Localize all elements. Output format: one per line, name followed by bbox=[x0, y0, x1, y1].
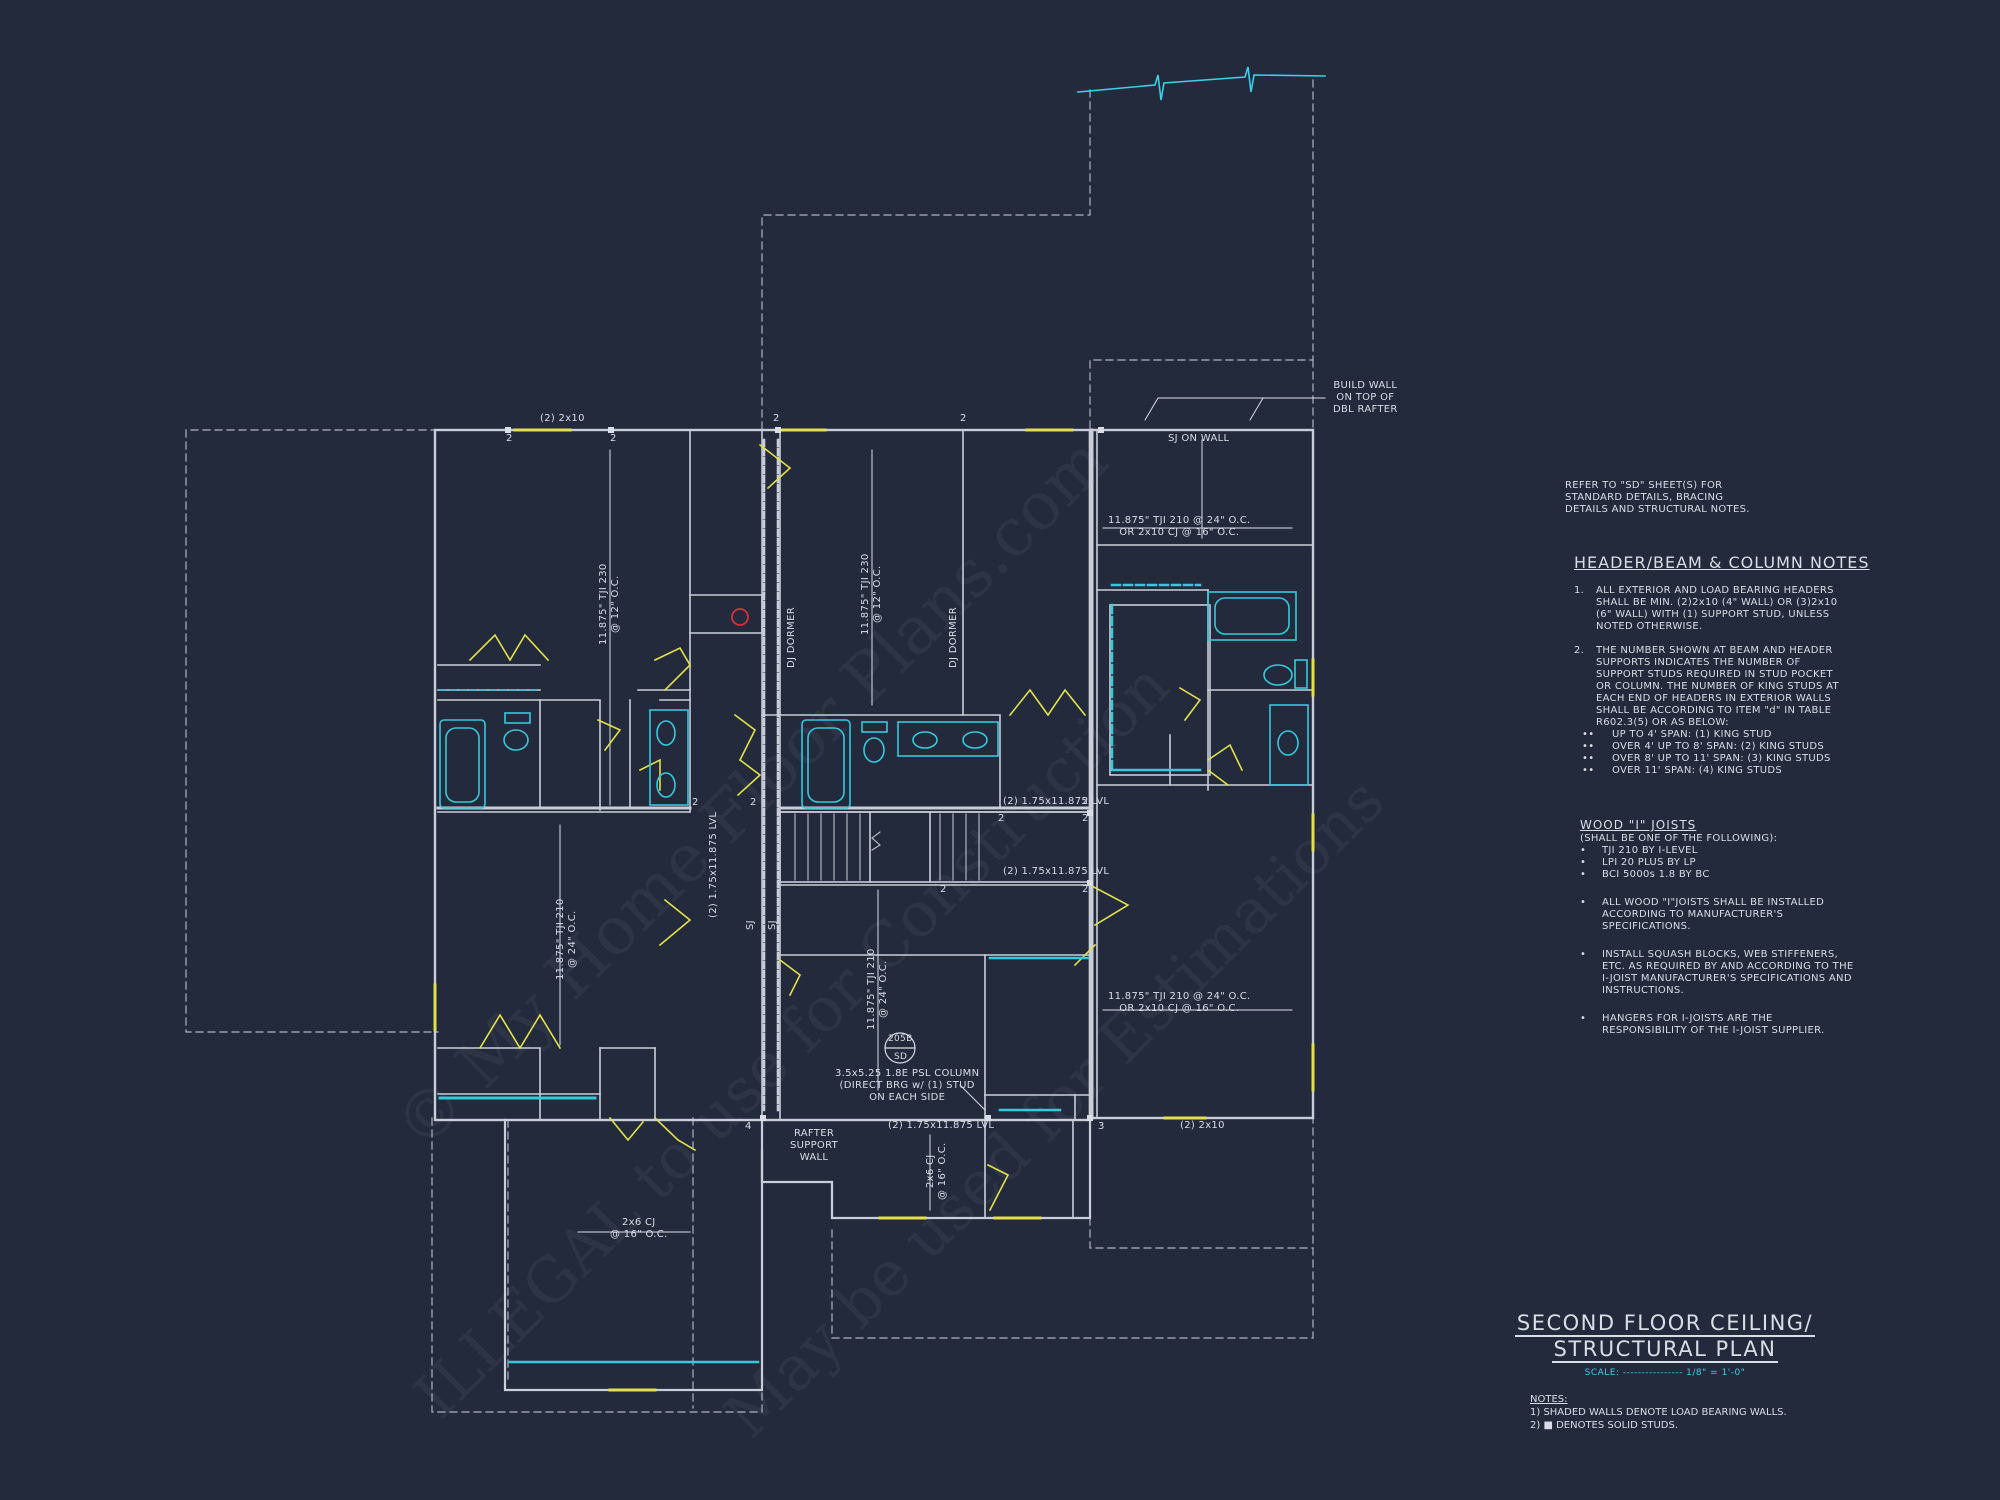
beam-label-bottom-right: (2) 2x10 bbox=[1180, 1120, 1225, 1131]
joist-label-center-lower: 11.875" TJI 210 @ 24" O.C. bbox=[866, 948, 889, 1030]
span-rule-bullet: •• bbox=[1582, 741, 1595, 752]
header-beam-notes: HEADER/BEAM & COLUMN NOTES 1. ALL EXTERI… bbox=[1574, 553, 1870, 777]
joist-note-text: ALL WOOD "I"JOISTS SHALL BE INSTALLED AC… bbox=[1602, 897, 1825, 932]
psl-column-note: 3.5x5.25 1.8E PSL COLUMN (DIRECT BRG w/ … bbox=[835, 1068, 980, 1103]
i-joist-notes: WOOD "I" JOISTS (SHALL BE ONE OF THE FOL… bbox=[1580, 818, 1857, 1037]
joist-note-1: • ALL WOOD "I"JOISTS SHALL BE INSTALLED A… bbox=[1580, 897, 1857, 933]
joist-label-left-lower: 11.875" TJI 210 @ 24" O.C. bbox=[555, 898, 578, 980]
build-wall-note: BUILD WALL ON TOP OF DBL RAFTER bbox=[1333, 380, 1398, 415]
joist-product-1: • TJI 210 BY I-LEVEL bbox=[1580, 845, 1842, 857]
span-rule-3: •• OVER 8' UP TO 11' SPAN: (3) KING STUDS bbox=[1574, 753, 1852, 765]
i-joist-notes-title: WOOD "I" JOISTS bbox=[1580, 818, 1697, 832]
joist-product-2: • LPI 20 PLUS BY LP bbox=[1580, 857, 1842, 869]
stud-count: 2 bbox=[960, 413, 967, 424]
sj-on-wall-label: SJ ON WALL bbox=[1168, 433, 1230, 444]
beam-label-top-left: (2) 2x10 bbox=[540, 413, 585, 424]
stud-count: 4 bbox=[745, 1121, 752, 1132]
stud-count: 2 bbox=[1082, 813, 1089, 824]
sj-label-right: SJ bbox=[767, 920, 778, 930]
span-rule-1: •• UP TO 4' SPAN: (1) KING STUD bbox=[1574, 729, 1852, 741]
cj-2x6-label: 2x6 CJ @ 16" O.C. bbox=[610, 1217, 668, 1240]
dj-dormer-label-left: DJ DORMER bbox=[786, 607, 797, 668]
span-rule-bullet: •• bbox=[1582, 753, 1595, 764]
joist-note-text: INSTALL SQUASH BLOCKS, WEB STIFFENERS, E… bbox=[1602, 949, 1854, 996]
stud-count: 2 bbox=[1082, 884, 1089, 895]
joist-bullet: • bbox=[1580, 869, 1587, 880]
span-rule-4: •• OVER 11' SPAN: (4) KING STUDS bbox=[1574, 765, 1852, 777]
joist-note-2: • INSTALL SQUASH BLOCKS, WEB STIFFENERS, … bbox=[1580, 949, 1857, 997]
plan-note-1: 1) SHADED WALLS DENOTE LOAD BEARING WALL… bbox=[1530, 1407, 1787, 1418]
header-notes-title: HEADER/BEAM & COLUMN NOTES bbox=[1574, 553, 1870, 572]
joist-label-right-lower: 11.875" TJI 210 @ 24" O.C. OR 2x10 CJ @ … bbox=[1108, 991, 1251, 1014]
span-rule-text: UP TO 4' SPAN: (1) KING STUD bbox=[1612, 729, 1772, 740]
sheet-title: SECOND FLOOR CEILING/ STRUCTURAL PLAN SC… bbox=[1510, 1310, 1820, 1378]
stud-count: 2 bbox=[1082, 796, 1089, 807]
detail-sheet: SD bbox=[894, 1052, 908, 1062]
span-rule-text: OVER 8' UP TO 11' SPAN: (3) KING STUDS bbox=[1612, 753, 1831, 764]
plan-notes-title: NOTES: bbox=[1530, 1394, 1568, 1405]
solid-studs bbox=[505, 427, 1104, 1121]
span-rule-bullet: •• bbox=[1582, 765, 1595, 776]
joist-product-text: BCI 5000s 1.8 BY BC bbox=[1602, 869, 1710, 880]
sheet-scale: SCALE: ---------------- 1/8" = 1'-0" bbox=[1584, 1368, 1746, 1378]
joist-label-left-upper: 11.875" TJI 230 @ 12" O.C. bbox=[598, 563, 621, 645]
stud-count: 2 bbox=[773, 413, 780, 424]
header-note-1: 1. ALL EXTERIOR AND LOAD BEARING HEADERS… bbox=[1574, 585, 1851, 633]
rafter-support-note: RAFTER SUPPORT WALL bbox=[790, 1128, 839, 1163]
stud-count: 3 bbox=[1098, 1121, 1105, 1132]
span-rule-2: •• OVER 4' UP TO 8' SPAN: (2) KING STUDS bbox=[1574, 741, 1852, 753]
detail-callout bbox=[884, 1032, 916, 1064]
joist-note-3: • HANGERS FOR I-JOISTS ARE THE RESPONSIBI… bbox=[1580, 1013, 1857, 1037]
sheet-title-line-2: STRUCTURAL PLAN bbox=[1551, 1337, 1779, 1363]
joist-product-text: LPI 20 PLUS BY LP bbox=[1602, 857, 1696, 868]
dj-dormer-label-right: DJ DORMER bbox=[948, 607, 959, 668]
stud-count: 2 bbox=[940, 884, 947, 895]
joist-label-center-upper: 11.875" TJI 230 @ 12" O.C. bbox=[860, 553, 883, 635]
doors bbox=[433, 428, 1315, 1392]
lvl-label-right-1: (2) 1.75x11.875 LVL bbox=[1003, 796, 1110, 807]
header-note-2: 2. THE NUMBER SHOWN AT BEAM AND HEADER S… bbox=[1574, 645, 1851, 729]
joist-note-text: HANGERS FOR I-JOISTS ARE THE RESPONSIBIL… bbox=[1602, 1013, 1825, 1036]
stud-count: 2 bbox=[610, 433, 617, 444]
stud-count: 2 bbox=[506, 433, 513, 444]
i-joist-notes-subtitle: (SHALL BE ONE OF THE FOLLOWING): bbox=[1580, 833, 1778, 844]
joist-bullet: • bbox=[1580, 1013, 1587, 1024]
cj-2x6-vertical-label: 2x6 CJ @ 16" O.C. bbox=[925, 1142, 948, 1201]
stud-count: 2 bbox=[750, 797, 757, 808]
span-rule-text: OVER 4' UP TO 8' SPAN: (2) KING STUDS bbox=[1612, 741, 1825, 752]
plan-note-2: 2) ■ DENOTES SOLID STUDS. bbox=[1530, 1420, 1679, 1431]
joist-label-right-upper: 11.875" TJI 210 @ 24" O.C. OR 2x10 CJ @ … bbox=[1108, 515, 1251, 538]
lvl-label-right-2: (2) 1.75x11.875 LVL bbox=[1003, 866, 1110, 877]
break-line bbox=[1077, 66, 1326, 101]
span-rule-text: OVER 11' SPAN: (4) KING STUDS bbox=[1612, 765, 1783, 776]
header-note-2-num: 2. bbox=[1574, 645, 1585, 656]
roof-outline-dashed bbox=[185, 79, 1314, 1413]
stair-treads bbox=[794, 813, 980, 881]
joist-bullet: • bbox=[1580, 949, 1587, 960]
joist-bullet: • bbox=[1580, 897, 1587, 908]
lvl-label-bottom: (2) 1.75x11.875 LVL bbox=[888, 1120, 995, 1131]
attic-access-marker bbox=[731, 608, 749, 626]
sheet-title-line-1: SECOND FLOOR CEILING/ bbox=[1514, 1311, 1816, 1337]
plumbing-fixtures bbox=[438, 583, 1309, 1364]
stud-count: 2 bbox=[998, 813, 1005, 824]
joist-bullet: • bbox=[1580, 857, 1587, 868]
span-rule-bullet: •• bbox=[1582, 729, 1595, 740]
header-note-1-num: 1. bbox=[1574, 585, 1585, 596]
joist-product-text: TJI 210 BY I-LEVEL bbox=[1602, 845, 1698, 856]
stud-count: 2 bbox=[692, 797, 699, 808]
header-note-2-text: THE NUMBER SHOWN AT BEAM AND HEADER SUPP… bbox=[1596, 645, 1839, 728]
sj-label-left: SJ bbox=[745, 920, 756, 930]
joist-bullet: • bbox=[1580, 845, 1587, 856]
lvl-label-vertical: (2) 1.75x11.875 LVL bbox=[708, 811, 719, 918]
detail-number: 205B bbox=[888, 1034, 913, 1044]
header-note-1-text: ALL EXTERIOR AND LOAD BEARING HEADERS SH… bbox=[1596, 585, 1838, 632]
joist-product-3: • BCI 5000s 1.8 BY BC bbox=[1580, 869, 1842, 881]
refer-note: REFER TO "SD" SHEET(S) FOR STANDARD DETA… bbox=[1565, 480, 1750, 515]
span-arrows bbox=[559, 397, 1326, 1233]
plan-notes: NOTES: 1) SHADED WALLS DENOTE LOAD BEARI… bbox=[1530, 1393, 1787, 1432]
